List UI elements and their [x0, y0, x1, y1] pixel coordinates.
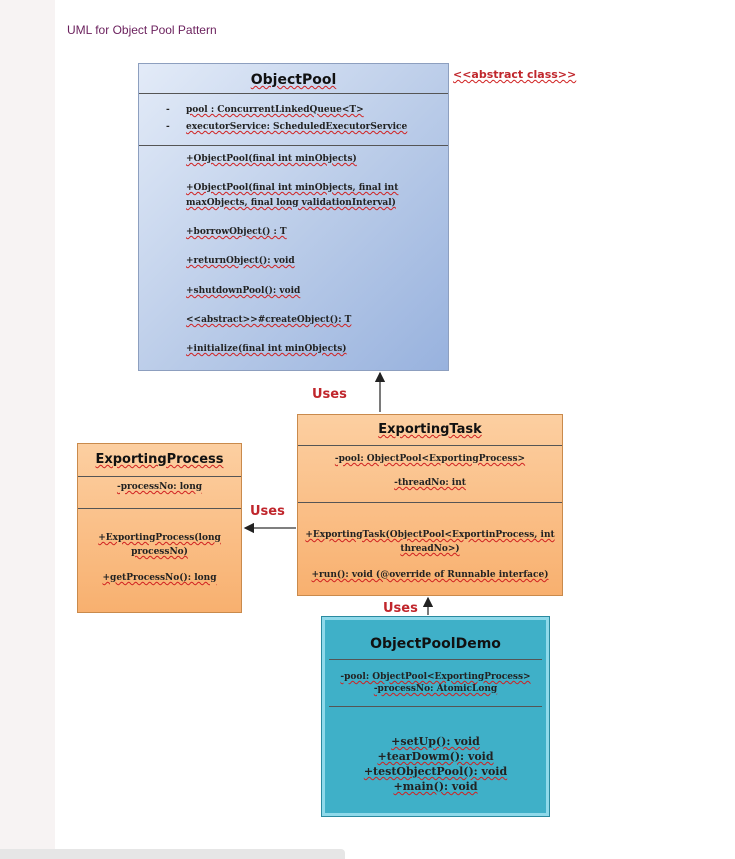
objectpool-method: +ObjectPool(final int minObjects, final …: [186, 183, 399, 193]
exportingprocess-method: +ExportingProcess(long: [98, 533, 221, 543]
exportingtask-attr: -threadNo: int: [394, 478, 466, 488]
objectpool-method: +shutdownPool(): void: [186, 286, 301, 296]
objectpool-method: +initialize(final int minObjects): [186, 344, 347, 354]
exportingtask-title-divider: [298, 445, 562, 446]
objectpool-title-divider: [139, 93, 448, 94]
objectpooldemo-title: ObjectPoolDemo: [370, 636, 501, 652]
objectpooldemo-method: +testObjectPool(): void: [363, 765, 508, 778]
objectpool-attr-executor: executorService: ScheduledExecutorServic…: [186, 122, 408, 132]
exportingprocess-title: ExportingProcess: [95, 452, 224, 467]
exportingtask-method: threadNo>): [400, 544, 460, 554]
abstract-class-stereotype: <<abstract class>>: [453, 68, 577, 81]
exportingtask-method: +run(): void (@override of Runnable inte…: [311, 570, 549, 580]
objectpool-title: ObjectPool: [250, 72, 337, 88]
objectpool-method: <<abstract>>#createObject(): T: [186, 315, 352, 325]
objectpooldemo-attr-divider: [329, 706, 542, 707]
objectpooldemo-class-box: ObjectPoolDemo -pool: ObjectPool<Exporti…: [321, 616, 550, 817]
objectpool-attr-divider: [139, 145, 448, 146]
exportingprocess-method: processNo): [131, 547, 188, 557]
horizontal-scrollbar[interactable]: [0, 849, 345, 859]
exportingprocess-title-divider: [78, 476, 241, 477]
objectpooldemo-method: +tearDowm(): void: [377, 750, 494, 763]
objectpooldemo-method: +main(): void: [393, 780, 478, 793]
objectpooldemo-method: +setUp(): void: [391, 735, 480, 748]
exportingtask-class-box: ExportingTask -pool: ObjectPool<Exportin…: [297, 414, 563, 596]
objectpool-attr-marker: -: [166, 122, 170, 132]
uses-label-task: Uses: [383, 601, 418, 616]
uses-label-pool: Uses: [312, 387, 347, 402]
exportingprocess-attr: -processNo: long: [116, 482, 203, 492]
exportingtask-attr-divider: [298, 502, 562, 503]
objectpooldemo-attr: -processNo: AtomicLong: [373, 684, 498, 694]
exportingprocess-class-box: ExportingProcess -processNo: long +Expor…: [77, 443, 242, 613]
exportingprocess-attr-divider: [78, 508, 241, 509]
exportingtask-title: ExportingTask: [378, 422, 482, 437]
objectpool-class-box: ObjectPool - pool : ConcurrentLinkedQueu…: [138, 63, 449, 371]
objectpool-method: +returnObject(): void: [186, 256, 295, 266]
objectpool-method: maxObjects, final long validationInterva…: [186, 198, 396, 208]
objectpool-method: +borrowObject() : T: [186, 227, 287, 237]
exportingprocess-method: +getProcessNo(): long: [102, 573, 217, 583]
objectpooldemo-title-divider: [329, 659, 542, 660]
objectpool-attr-pool: pool : ConcurrentLinkedQueue<T>: [186, 105, 364, 115]
objectpooldemo-attr: -pool: ObjectPool<ExportingProcess>: [340, 672, 531, 682]
exportingtask-attr: -pool: ObjectPool<ExportingProcess>: [334, 454, 526, 464]
objectpool-method: +ObjectPool(final int minObjects): [186, 154, 357, 164]
uses-label-process: Uses: [250, 504, 285, 519]
exportingtask-method: +ExportingTask(ObjectPool<ExportinProces…: [305, 530, 555, 540]
page-heading: UML for Object Pool Pattern: [67, 23, 217, 37]
objectpool-attr-marker: -: [166, 105, 170, 115]
